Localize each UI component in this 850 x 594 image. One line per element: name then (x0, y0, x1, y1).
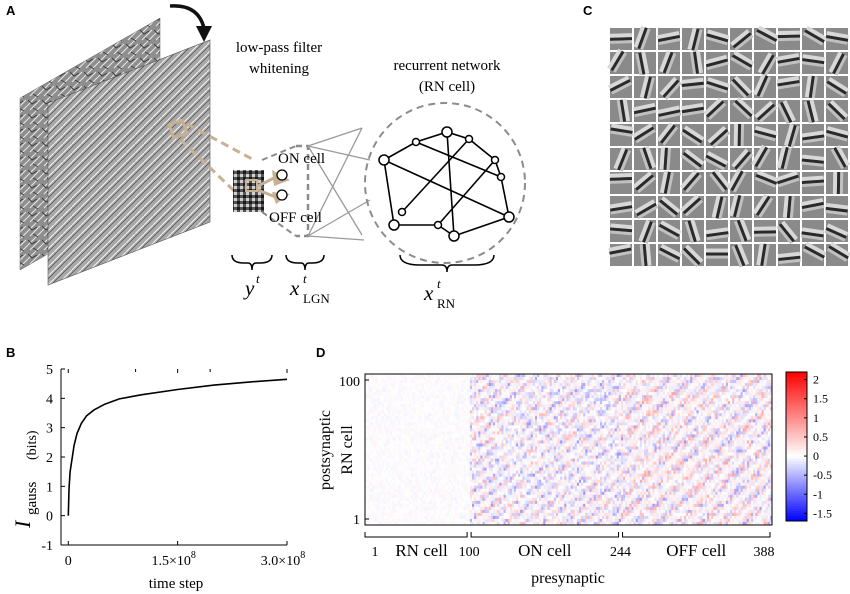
arrow-head-icon (196, 26, 212, 42)
receptive-field-tile (728, 95, 757, 123)
filter-label-line1: low-pass filter (236, 40, 322, 56)
receptive-field-tile (726, 26, 757, 54)
panel-letter-c: C (583, 3, 593, 18)
var-y: y (243, 276, 255, 300)
natural-image-front (47, 39, 211, 286)
colorbar-tick-label: -0.5 (813, 468, 832, 482)
receptive-field-tile (703, 28, 731, 50)
colorbar-tick-label: 0 (813, 449, 819, 463)
chart-d-ytick-label: 1 (353, 513, 360, 528)
chart-d-xlabel: presynaptic (531, 570, 605, 587)
receptive-field-tile (802, 97, 824, 125)
on-cell-node (276, 169, 288, 181)
off-cell-node (276, 189, 288, 201)
var-x-rn-sub: RN (437, 296, 456, 311)
receptive-field-tile (798, 23, 829, 50)
receptive-field-tile (775, 96, 800, 126)
receptive-field-tile (777, 28, 801, 50)
receptive-field-tile (703, 75, 731, 98)
receptive-field-tile (656, 73, 685, 103)
panel-letter-a: A (6, 3, 16, 18)
var-x-rn-sup: t (437, 276, 441, 291)
receptive-field-tile (680, 76, 706, 98)
receptive-field-tile (703, 52, 731, 74)
on-cell-label: ON cell (278, 151, 325, 167)
off-cell-label: OFF cell (269, 210, 322, 226)
var-x-lgn: x (289, 276, 300, 300)
receptive-field-tile (605, 47, 632, 77)
chart-d-xgroup-label: 244 (610, 545, 631, 560)
receptive-field-tile (750, 72, 776, 102)
receptive-field-tile (800, 52, 826, 74)
var-x-lgn-sup: t (303, 271, 307, 286)
receptive-field-tile (682, 50, 704, 76)
curved-arrow-icon (169, 4, 206, 29)
receptive-field-tile (657, 48, 680, 78)
chart-d-xgroup-label: 1 (372, 545, 379, 560)
chart-d-xgroup-label: 100 (459, 545, 480, 560)
colorbar-tick-label: -1.5 (813, 506, 832, 520)
var-x-lgn-sub: LGN (303, 291, 330, 306)
colorbar-tick-label: 1 (813, 411, 819, 425)
receptive-field-tile (726, 72, 756, 103)
receptive-field-tile (682, 25, 704, 53)
receptive-field-tile (634, 50, 656, 76)
lgn-to-rn-connections (307, 127, 371, 241)
chart-d-xgroup-label: RN cell (395, 541, 448, 560)
panel-letter-d: D (316, 345, 326, 360)
receptive-field-tile (826, 48, 850, 78)
var-x-rn: x (423, 281, 434, 305)
receptive-field-tile (631, 24, 656, 54)
receptive-field-tile (750, 97, 781, 127)
chart-d-ylabel: postsynaptic RN cell (317, 410, 356, 490)
rn-network-nodes (378, 126, 515, 242)
network-label-line1: recurrent network (393, 58, 501, 74)
receptive-field-tile (821, 74, 850, 100)
receptive-field-tile (634, 73, 657, 101)
chart-d-xgroup-label: 388 (754, 545, 775, 560)
receptive-field-tile (776, 75, 802, 98)
curly-braces (231, 254, 495, 273)
colorbar-tick-label: 1.5 (813, 392, 828, 406)
filter-label-line2: whitening (249, 61, 309, 77)
receptive-field-tile (776, 52, 802, 74)
receptive-field-tile (610, 98, 632, 124)
colorbar-tick-label: 2 (813, 373, 819, 387)
receptive-field-tile (824, 28, 850, 50)
receptive-field-tile (609, 28, 633, 50)
colorbar-tick-label: -1 (813, 487, 823, 501)
receptive-field-tile (656, 28, 682, 50)
colorbar-tick-label: 0.5 (813, 430, 828, 444)
receptive-field-tile (750, 24, 780, 50)
rn-network-boundary (364, 102, 526, 264)
receptive-field-tile (631, 100, 659, 122)
receptive-field-tile (606, 73, 636, 98)
panel-letter-b: B (6, 345, 16, 360)
receptive-field-tile (655, 100, 683, 122)
receptive-field-tile (701, 95, 730, 124)
receptive-field-tile (754, 48, 780, 79)
chart-d-xgroup-label: ON cell (518, 541, 572, 560)
receptive-field-tile (680, 100, 706, 122)
rn-network-edges (383, 131, 510, 237)
var-y-sup: t (256, 271, 260, 286)
receptive-field-tile (726, 48, 757, 74)
chart-d-xgroup-label: OFF cell (666, 541, 726, 560)
receptive-field-tile (802, 74, 824, 100)
chart-d-ytick-label: 100 (339, 375, 360, 390)
network-label-line2: (RN cell) (419, 79, 475, 95)
